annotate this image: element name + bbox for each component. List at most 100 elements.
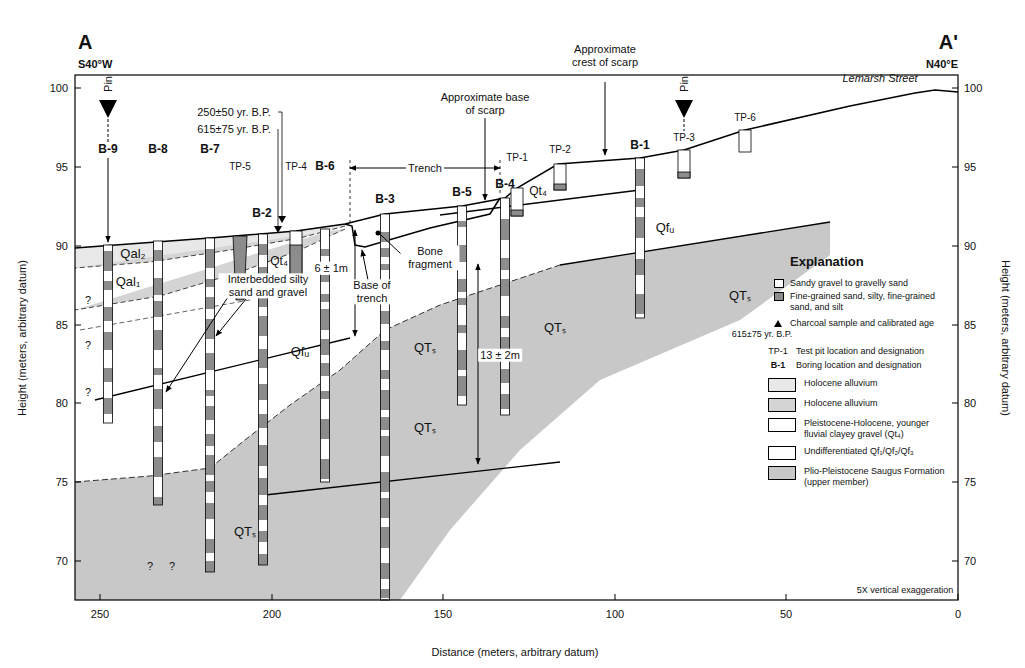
boring-log [206, 475, 215, 481]
boring-name: B-8 [148, 143, 167, 157]
callout: Approximate base of scarp [435, 91, 535, 116]
boring-log [381, 410, 390, 417]
boring-log [259, 234, 268, 244]
boring-log [104, 368, 113, 382]
boring-log [381, 248, 390, 257]
test-pit [678, 150, 690, 178]
boring-log [104, 332, 113, 350]
boring-log [501, 279, 510, 296]
boring-log [321, 302, 330, 309]
boring-log [321, 330, 330, 339]
unit-label: QTₛ [414, 341, 436, 356]
boring-name: B-3 [375, 193, 394, 207]
contact-line [75, 226, 345, 268]
boring-log [321, 459, 330, 479]
boring-log [381, 548, 390, 563]
boring-log [458, 396, 467, 405]
legend-text: Pleistocene-Holocene, younger fluvial cl… [804, 418, 954, 440]
axis-tick [615, 594, 616, 600]
axis-tick [75, 167, 81, 168]
axis-title: Height (meters, arbitrary datum) [1000, 260, 1013, 416]
pin-line [108, 119, 109, 142]
boring-log [154, 278, 163, 295]
axis-tick [952, 325, 958, 326]
leader-arrow [362, 250, 368, 280]
boring-log [501, 369, 510, 383]
boring-log [104, 350, 113, 368]
axis-tick [75, 246, 81, 247]
axis-tick [952, 403, 958, 404]
ground-surface [75, 90, 958, 248]
unit-label: Qt₄ [270, 255, 288, 269]
dimension-label: 6 ± 1m [312, 262, 350, 275]
boring-log [636, 169, 645, 186]
axis-tick [272, 594, 273, 600]
boring-log [259, 531, 268, 542]
boring-log [206, 279, 215, 287]
boring-log [501, 328, 510, 337]
axis-tick [75, 482, 81, 483]
axis-tick [952, 561, 958, 562]
boring-log [458, 305, 467, 325]
boring-log [458, 292, 467, 298]
boring-log [206, 455, 215, 475]
boring-log [104, 281, 113, 290]
axis-tick-label: 100 [964, 82, 982, 95]
street-name: Lemarsh Street [842, 72, 917, 85]
boring-log [259, 520, 268, 531]
axis-tick [75, 561, 81, 562]
boring-log [206, 434, 215, 446]
axis-tick [952, 167, 958, 168]
boring-log [458, 333, 467, 350]
unit-label: QTₛ [414, 421, 436, 436]
boring-log [154, 389, 163, 409]
boring-log [381, 242, 390, 248]
unit-label: Qfᵤ [656, 221, 675, 236]
boring-log [458, 376, 467, 396]
pin-label: Pin [102, 76, 115, 92]
legend-swatch [768, 466, 796, 480]
boring-log [636, 275, 645, 294]
boring-log [206, 353, 215, 370]
boring-log [381, 492, 390, 498]
contact-line [265, 462, 560, 495]
leader-line [381, 235, 401, 254]
query-mark: ? [169, 560, 175, 573]
boring-log [206, 390, 215, 396]
legend-swatch [768, 446, 796, 460]
boring-log [259, 466, 268, 478]
boring-log [381, 456, 390, 472]
boring-log [259, 255, 268, 267]
boring-log [381, 430, 390, 436]
boring-log [501, 198, 510, 219]
boring-log [458, 279, 467, 292]
axis-tick [952, 246, 958, 247]
boring-column [381, 214, 390, 600]
boring-log [206, 287, 215, 297]
boring-log [636, 217, 645, 238]
boring-log [381, 579, 390, 589]
axis-tick-label: 50 [780, 608, 792, 621]
boring-log [321, 355, 330, 363]
boring-log [104, 290, 113, 307]
boring-name: B-2 [252, 207, 271, 221]
axis-tick [75, 325, 81, 326]
boring-log [104, 321, 113, 332]
boring-log [458, 227, 467, 245]
boring-name: B-5 [452, 186, 471, 200]
boring-log [501, 219, 510, 240]
charcoal-sample [274, 226, 282, 233]
legend-text: Fine-grained sand, silty, fine-grained s… [790, 291, 954, 313]
boring-log [206, 370, 215, 390]
contact-line [75, 265, 560, 482]
boring-log [501, 270, 510, 279]
boring-log [104, 307, 113, 321]
leader-arrow [166, 297, 228, 392]
boring-log [501, 409, 510, 415]
test-pit-name: TP-3 [673, 132, 695, 144]
contact-line [560, 222, 830, 265]
boring-log [259, 414, 268, 428]
boring-log [636, 158, 645, 169]
boring-log [458, 221, 467, 227]
boring-log [206, 249, 215, 268]
